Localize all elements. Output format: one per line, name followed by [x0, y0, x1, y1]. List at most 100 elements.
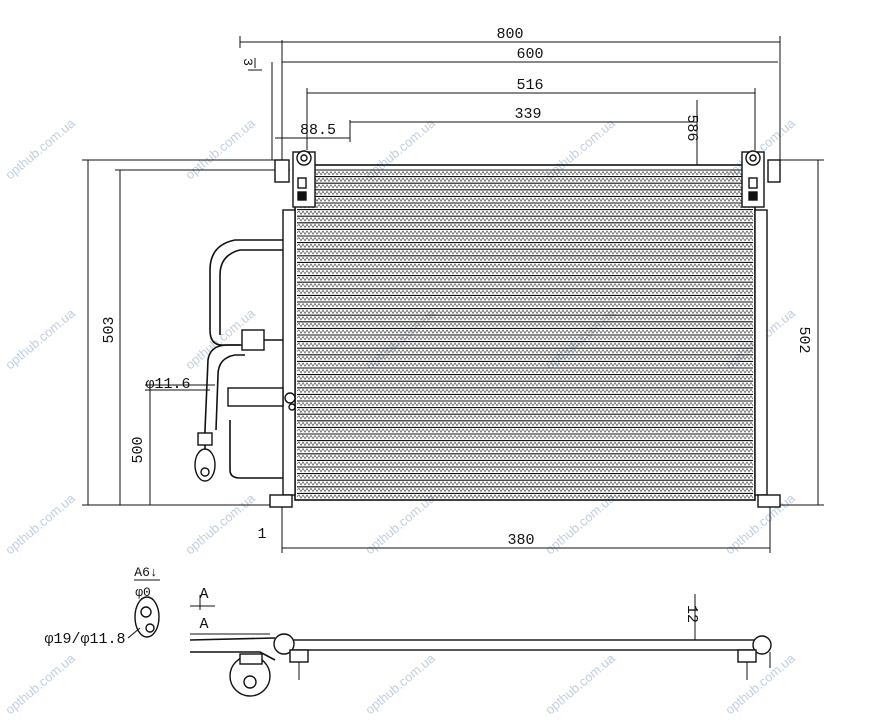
fin-wave [296, 256, 754, 262]
fin-wave [296, 269, 754, 275]
right-foot [757, 494, 781, 508]
detail-a6-label: A6↓ [134, 565, 157, 580]
left-mounting-bracket [274, 150, 316, 208]
fin-wave [296, 243, 754, 249]
dim-503-label: 503 [101, 316, 118, 343]
side-section-view: A A 12 [189, 586, 772, 697]
watermark-text: opthub.com.ua [182, 115, 258, 182]
fin-wave [296, 289, 754, 295]
fin-wave [296, 375, 754, 381]
fin-wave [296, 474, 754, 480]
fin-wave [296, 355, 754, 361]
fin-wave [296, 454, 754, 460]
fin-wave [296, 448, 754, 453]
fin-wave [296, 250, 754, 255]
fin-wave [296, 335, 754, 341]
watermark-text: opthub.com.ua [182, 490, 258, 557]
condenser-core [269, 150, 781, 518]
fin-wave [296, 494, 754, 499]
fin-wave [296, 263, 754, 268]
watermark-text: opthub.com.ua [362, 650, 438, 717]
fin-wave [296, 177, 754, 183]
fin-wave [296, 487, 754, 493]
fin-wave [296, 184, 754, 189]
pipe-fitting-upper [241, 329, 265, 351]
refrigerant-pipes [194, 239, 296, 482]
header-tube-side [284, 639, 761, 651]
left-dimensions: 503 500 φ11.6 [82, 159, 290, 506]
right-dimensions: 502 [770, 159, 824, 506]
fin-wave [296, 421, 754, 427]
fin-wave [296, 368, 754, 374]
fin-wave [296, 481, 754, 486]
pipe-fitting-lower [227, 387, 284, 407]
fin-wave [296, 461, 754, 466]
top-dimensions: 800 600 516 339 88.5 586 3 [239, 26, 781, 165]
dim-12-label: 12 [683, 605, 700, 623]
fin-wave [296, 322, 754, 328]
dim-380-label: 380 [507, 532, 534, 549]
dim-516-label: 516 [516, 77, 543, 94]
dim-500-label: 500 [130, 436, 147, 463]
fin-wave [296, 230, 754, 235]
dim-339-label: 339 [514, 106, 541, 123]
pipe-end-fitting [194, 448, 216, 482]
side-fitting-circle [273, 633, 295, 655]
tube-diameter-label: φ11.6 [145, 376, 190, 393]
fin-wave [296, 428, 754, 433]
fin-wave [296, 236, 754, 242]
watermark-text: opthub.com.ua [2, 490, 78, 557]
fin-wave [296, 276, 754, 282]
section-diameter-label: φ19/φ11.8 [44, 631, 125, 648]
fin-wave [296, 283, 754, 288]
watermark-text: opthub.com.ua [2, 305, 78, 372]
fin-wave [296, 388, 754, 394]
dim-88-5-label: 88.5 [300, 122, 336, 139]
fin-wave [296, 467, 754, 473]
fin-wave [296, 197, 754, 202]
fin-wave [296, 316, 754, 321]
view-1-label: 1 [257, 526, 266, 543]
watermark-text: opthub.com.ua [722, 650, 798, 717]
watermark-text: opthub.com.ua [542, 115, 618, 182]
dim-502-label: 502 [795, 326, 812, 353]
side-fitting-end [752, 635, 772, 655]
watermark-text: opthub.com.ua [2, 650, 78, 717]
fin-wave [296, 302, 754, 308]
fin-wave [296, 342, 754, 348]
section-a-upper-label: A [199, 586, 208, 603]
right-header-tank [754, 209, 768, 496]
dim-3-label: 3 [240, 58, 255, 66]
detail-phi-small-label: φ0 [135, 585, 151, 600]
fin-wave [296, 217, 754, 222]
fin-wave [296, 210, 754, 216]
watermark-text: opthub.com.ua [362, 115, 438, 182]
fin-wave [296, 408, 754, 414]
fin-wave [296, 309, 754, 315]
fin-wave [296, 170, 754, 176]
watermark-text: opthub.com.ua [542, 650, 618, 717]
fin-wave [296, 401, 754, 407]
dim-600-label: 600 [516, 46, 543, 63]
fin-rows [296, 169, 754, 499]
section-a-lower-label: A [199, 616, 208, 633]
fin-wave [296, 203, 754, 209]
fin-wave [296, 434, 754, 440]
left-header-tank [282, 209, 296, 496]
left-foot [269, 494, 293, 508]
fin-wave [296, 441, 754, 447]
fin-wave [296, 296, 754, 301]
fin-wave [296, 395, 754, 400]
dim-586-label: 586 [683, 114, 700, 141]
fin-wave [296, 190, 754, 196]
depth-dimension: 380 1 [257, 515, 771, 553]
fin-wave [296, 382, 754, 387]
right-mounting-bracket [741, 150, 781, 208]
fitting-detail: A6↓ φ0 φ19/φ11.8 [44, 565, 160, 648]
fin-wave [296, 223, 754, 229]
fin-wave [296, 362, 754, 367]
fin-wave [296, 349, 754, 354]
fin-wave [296, 415, 754, 420]
fin-wave [296, 329, 754, 334]
watermark-text: opthub.com.ua [2, 115, 78, 182]
